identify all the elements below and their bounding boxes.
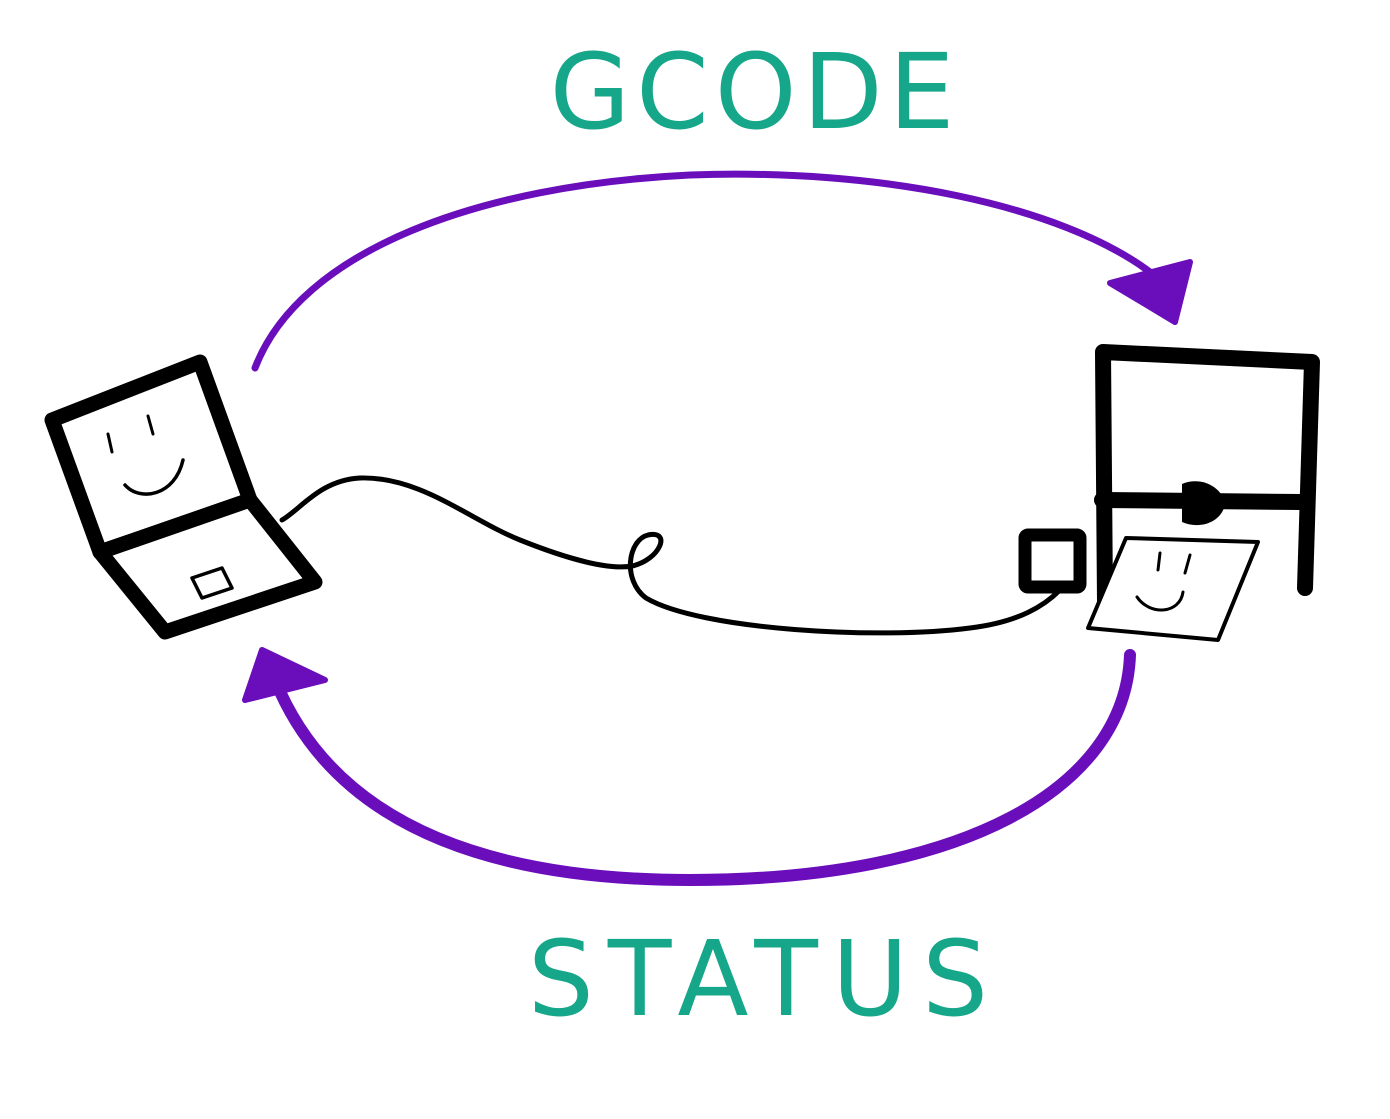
laptop-face-smile — [123, 458, 185, 496]
gcode-arrow-head — [1107, 259, 1193, 325]
laptop-base — [92, 492, 323, 640]
gcode-arrow-curve — [251, 170, 1154, 372]
gcode-arrow — [251, 170, 1193, 372]
printer-frame — [1095, 344, 1320, 610]
status-arrow-curve — [269, 649, 1136, 887]
laptop-trackpad — [190, 566, 234, 600]
status-label: STATUS — [528, 918, 1002, 1040]
laptop-face-eye-right — [146, 414, 155, 436]
printer-icon — [1018, 344, 1320, 642]
printer-face-smile — [1135, 590, 1185, 612]
printer-face-eye-left — [1156, 551, 1162, 572]
printer-bed — [1086, 536, 1260, 642]
laptop-icon — [44, 354, 323, 640]
status-arrow-head — [242, 647, 328, 703]
printer-head — [1182, 481, 1225, 526]
usb-cable — [279, 475, 1063, 636]
printer-control-box — [1018, 528, 1087, 594]
status-arrow — [242, 647, 1136, 887]
printer-face-eye-right — [1183, 553, 1192, 575]
laptop-face-eye-left — [106, 432, 114, 454]
gcode-label: GCODE — [550, 31, 961, 153]
